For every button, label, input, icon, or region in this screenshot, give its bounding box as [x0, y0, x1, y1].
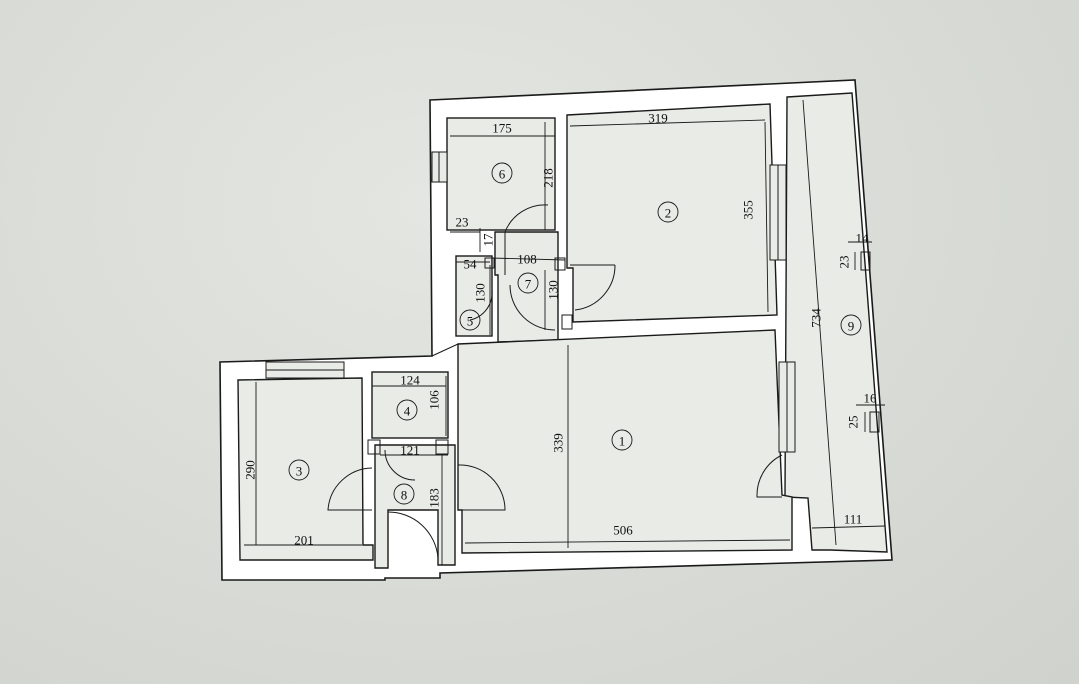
- room-label-7: 7: [517, 272, 539, 294]
- room-2-area: [566, 103, 778, 323]
- svg-text:4: 4: [404, 404, 411, 419]
- wall-jamb: [554, 257, 566, 271]
- room-label-3: 3: [288, 459, 310, 481]
- svg-text:7: 7: [525, 277, 532, 292]
- room-label-5: 5: [459, 309, 481, 331]
- dim-corridor-108: 108: [517, 252, 537, 267]
- door-balcony: [756, 454, 783, 498]
- door-corridor: [509, 284, 556, 331]
- dim-room-3-height: 290: [243, 460, 258, 480]
- door-room-1: [457, 464, 506, 511]
- room-5-area: [455, 255, 493, 337]
- partition-line: [431, 343, 459, 357]
- dim-room-4-width: 124: [400, 373, 420, 388]
- dimension-lines: [244, 99, 886, 565]
- room-label-1: 1: [611, 429, 633, 451]
- room-label-9: 9: [840, 314, 862, 336]
- door-room-3: [327, 467, 373, 511]
- door-room-6: [504, 204, 549, 275]
- wall-jamb: [435, 439, 449, 455]
- svg-text:9: 9: [848, 319, 855, 334]
- dim-17: 17: [481, 233, 496, 247]
- dim-54: 54: [464, 257, 478, 272]
- wall-jamb: [484, 257, 495, 269]
- room-8-area: [374, 444, 456, 569]
- dim-room-8-183: 183: [427, 488, 442, 508]
- dim-room-1-height: 339: [551, 433, 566, 453]
- dim-niche-16: 16: [864, 391, 878, 406]
- dim-room-6-width: 175: [492, 121, 512, 136]
- dim-niche-25: 25: [846, 416, 861, 429]
- door-entrance: [387, 511, 439, 559]
- dim-niche-14: 14: [856, 231, 870, 246]
- dim-room-4-height: 106: [427, 390, 442, 410]
- dim-room-2-width: 319: [648, 111, 668, 126]
- svg-text:8: 8: [401, 488, 408, 503]
- dim-room-3-width: 201: [294, 533, 314, 548]
- dim-23: 23: [456, 215, 469, 230]
- room-label-4: 4: [396, 399, 418, 421]
- dim-room-2-height: 355: [741, 200, 756, 220]
- room-label-8: 8: [393, 483, 415, 505]
- dim-room-9-length: 734: [809, 308, 824, 328]
- dim-room-6-height: 218: [541, 168, 556, 188]
- room-3-area: [237, 377, 374, 561]
- svg-text:3: 3: [296, 464, 303, 479]
- niche: [860, 251, 871, 271]
- wall-jamb: [561, 314, 573, 330]
- dim-room-5-130: 130: [473, 283, 488, 303]
- door-room-2: [570, 264, 616, 311]
- dim-room-9-width: 111: [844, 512, 863, 527]
- room-label-6: 6: [491, 162, 513, 184]
- room-label-2: 2: [657, 201, 679, 223]
- dim-niche-23: 23: [837, 256, 852, 269]
- room-6-area: [446, 117, 556, 231]
- wall-jamb: [367, 439, 381, 455]
- svg-text:1: 1: [619, 434, 626, 449]
- svg-text:5: 5: [467, 314, 474, 329]
- door-room-5: [469, 289, 493, 321]
- dim-room-1-width: 506: [613, 523, 633, 538]
- svg-text:6: 6: [499, 167, 506, 182]
- niche: [869, 411, 880, 433]
- dim-room-7-130: 130: [546, 280, 561, 300]
- dim-room-8-121: 121: [400, 443, 420, 458]
- room-4-area: [371, 371, 449, 439]
- svg-text:2: 2: [665, 206, 672, 221]
